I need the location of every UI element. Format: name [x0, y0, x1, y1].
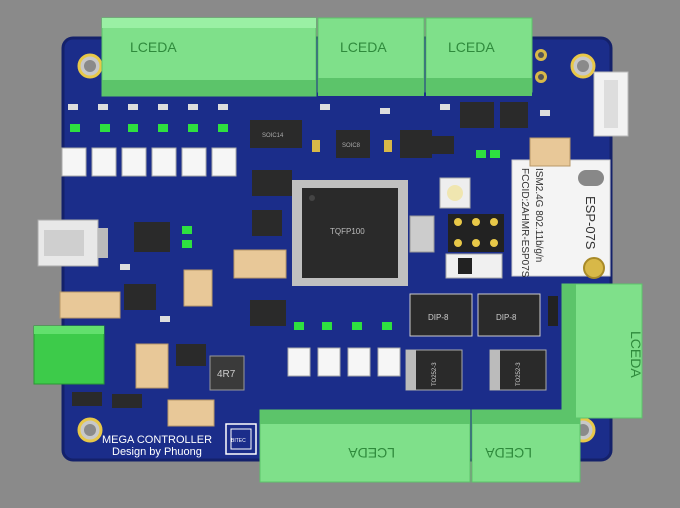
board-credit: Design by Phuong: [112, 446, 202, 458]
connector-label-right: LCEDA: [628, 331, 644, 378]
optocoupler-row-bottom: [287, 347, 401, 377]
pin-header: [448, 214, 504, 252]
power-terminal: [33, 325, 105, 385]
board-title: MEGA CONTROLLER: [102, 434, 212, 446]
led-indicators: [70, 124, 500, 330]
smd-passives: [68, 104, 558, 408]
mcu-label: TQFP100: [330, 227, 365, 236]
dip8-label-1: DIP-8: [428, 313, 449, 322]
esp-name: ESP-07S: [583, 196, 598, 250]
connector-label-top-2: LCEDA: [340, 39, 387, 55]
soic-chips: [124, 102, 528, 366]
dip8-label-2: DIP-8: [496, 313, 517, 322]
bottom-terminal-blocks: [259, 409, 581, 483]
antenna-connector: [583, 257, 605, 279]
jst-connector: [593, 71, 629, 137]
connector-label-top-1: LCEDA: [130, 39, 177, 55]
slide-switch: [445, 253, 503, 279]
usb-connector: [37, 219, 108, 267]
top-terminal-blocks: [101, 17, 533, 97]
dip8-chips: [409, 293, 541, 337]
esp-fcc-line: FCCID:2AHMR-ESP07S: [519, 168, 530, 278]
logo-text: BITEC: [231, 438, 246, 444]
esp-module: [511, 159, 611, 277]
to252-label-2: TO252-3: [516, 362, 522, 386]
inductor: [209, 355, 245, 391]
soic14-label: SOIC14: [262, 133, 284, 139]
connector-label-bottom-2: LCEDA: [485, 445, 532, 461]
bitec-logo: [225, 423, 257, 455]
connector-label-bottom-1: LCEDA: [348, 445, 395, 461]
connector-label-top-3: LCEDA: [448, 39, 495, 55]
inductor-label: 4R7: [217, 369, 236, 380]
esp-ism-line: ISM2.4G 802.11b/g/n: [533, 168, 544, 262]
to252-regulators: [405, 349, 547, 391]
soic8-label: SOIC8: [342, 143, 361, 149]
push-button: [439, 177, 471, 209]
optocoupler-row-top: [61, 147, 237, 177]
to252-label-1: TO252-3: [432, 362, 438, 386]
tantalum-capacitors: [59, 137, 571, 427]
mcu-chip: [292, 180, 408, 286]
right-terminal-block: [561, 283, 643, 419]
